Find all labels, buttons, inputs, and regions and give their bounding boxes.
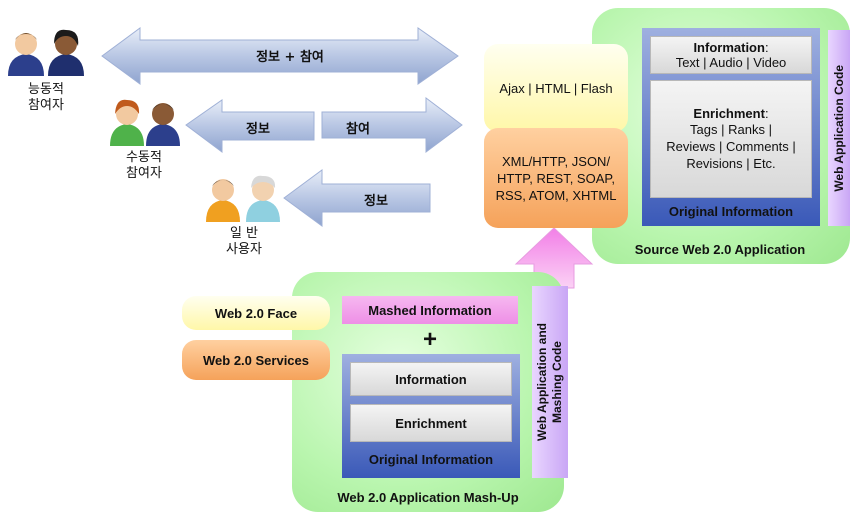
web-application-code-bar: Web Application Code (828, 30, 850, 226)
source-information-items: Text | Audio | Video (675, 55, 787, 70)
top-arrow-label: 정보 + 참여 (256, 50, 324, 65)
info-participation-arrow (101, 27, 459, 85)
mashed-information-label: Mashed Information (368, 302, 492, 318)
source-enrichment-items: Tags | Ranks | Reviews | Comments | Revi… (666, 122, 796, 171)
source-original-label: Original Information (668, 204, 794, 219)
source-information-label: Information (693, 40, 765, 55)
passive-user-icon-2 (146, 103, 180, 146)
general-users-label: 일 반 사용자 (226, 226, 262, 257)
mashup-enrichment-box: Enrichment (350, 404, 512, 442)
info-lower-arrow (283, 169, 431, 227)
web-application-code-label: Web Application Code (832, 64, 846, 192)
source-enrichment-label: Enrichment (693, 106, 765, 121)
low-arrow-label: 정보 (364, 194, 388, 209)
mashup-title: Web 2.0 Application Mash-Up (337, 490, 519, 505)
mashing-code-bar: Web Application and Mashing Code (532, 286, 568, 478)
web20-services-box: Web 2.0 Services (182, 340, 330, 380)
plus-sign: + (422, 326, 437, 353)
participation-right-arrow (321, 97, 463, 153)
passive-participants-label: 수동적 참여자 (126, 150, 162, 181)
mashup-information-label: Information (395, 371, 467, 387)
mid-left-arrow-label: 정보 (246, 122, 270, 137)
web20-face-box: Web 2.0 Face (182, 296, 330, 330)
active-participants-label: 능동적 참여자 (28, 82, 64, 113)
source-enrichment-box: Enrichment: Tags | Ranks | Reviews | Com… (650, 80, 812, 198)
mashup-original-label: Original Information (368, 452, 494, 467)
general-user-icon-2 (246, 175, 280, 222)
active-user-icon-2 (48, 29, 84, 76)
users-layer (8, 29, 280, 222)
source-information-box: Information: Text | Audio | Video (650, 36, 812, 74)
mid-right-arrow-label: 참여 (346, 122, 370, 137)
protocols-box: XML/HTTP, JSON/ HTTP, REST, SOAP, RSS, A… (484, 128, 628, 228)
mashed-information-box: Mashed Information (342, 296, 518, 324)
mashing-code-label: Web Application and Mashing Code (535, 322, 564, 441)
source-app-title: Source Web 2.0 Application (634, 242, 806, 257)
general-user-icon-1 (206, 179, 240, 222)
active-user-icon-1 (8, 33, 44, 76)
mashup-information-box: Information (350, 362, 512, 396)
ajax-html-flash-box: Ajax | HTML | Flash (484, 44, 628, 132)
info-left-arrow (185, 99, 315, 153)
passive-user-icon-1 (110, 99, 144, 146)
mashup-enrichment-label: Enrichment (395, 415, 467, 431)
